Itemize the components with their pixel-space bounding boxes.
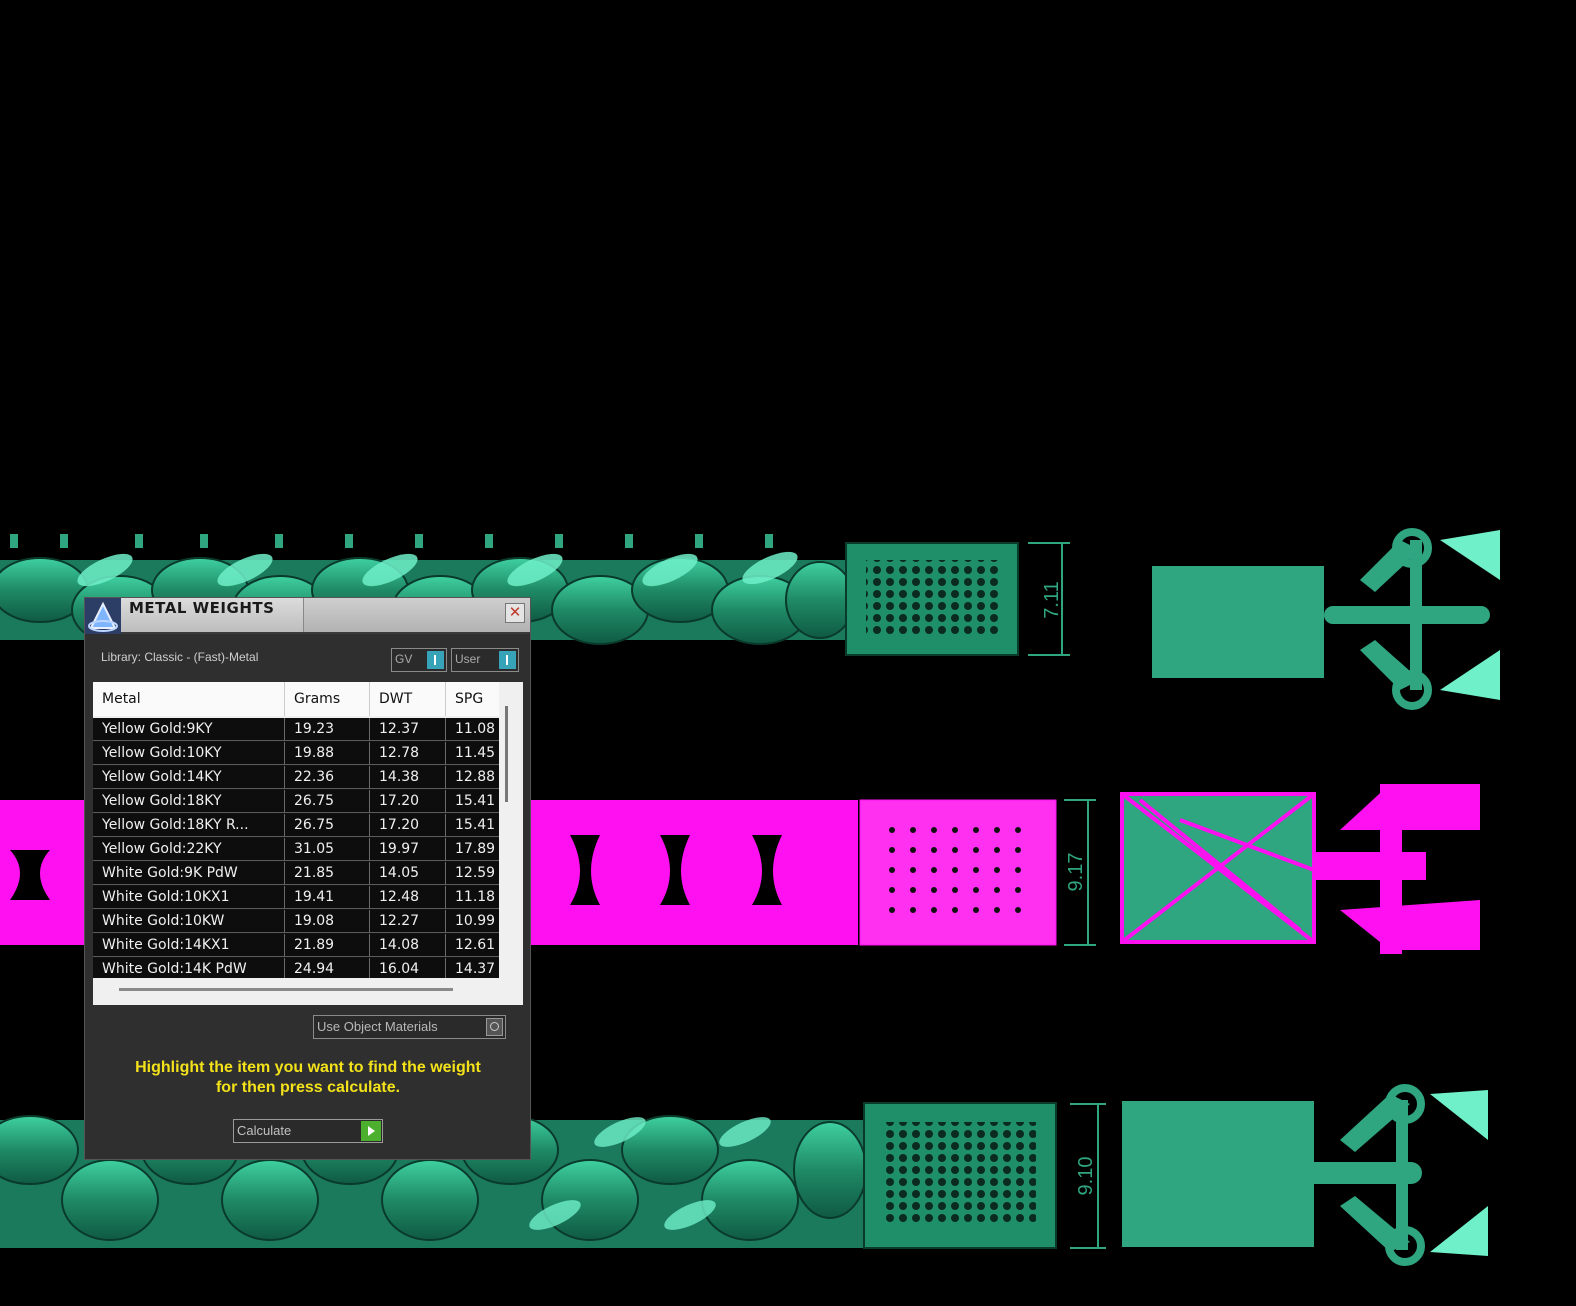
gv-toggle[interactable]: GV — [391, 648, 447, 672]
dimension-label-top: 7.11 — [1041, 581, 1063, 618]
cell-dwt: 14.08 — [370, 934, 446, 957]
cell-metal: Yellow Gold:10KY — [93, 742, 285, 765]
cell-spg: 14.37 — [455, 961, 496, 977]
cell-grams: 26.75 — [285, 790, 370, 813]
use-object-materials-toggle[interactable]: Use Object Materials — [313, 1015, 506, 1039]
toggle-knob-icon — [427, 651, 444, 669]
cell-dwt: 17.20 — [370, 814, 446, 837]
cell-metal: Yellow Gold:18KY R... — [93, 814, 285, 837]
dialog-title: METAL WEIGHTS — [129, 599, 275, 617]
calculate-label: Calculate — [237, 1123, 292, 1138]
dimension-middle — [1064, 799, 1096, 946]
cell-metal: White Gold:10KW — [93, 910, 285, 933]
cell-dwt: 12.48 — [370, 886, 446, 909]
use-object-materials-label: Use Object Materials — [317, 1019, 438, 1034]
column-header-dwt[interactable]: DWT — [370, 682, 446, 716]
cell-grams: 31.05 — [285, 838, 370, 861]
cell-metal: White Gold:14K PdW — [93, 958, 285, 978]
table-header: Metal Grams DWT SPG — [93, 682, 499, 716]
dimension-label-middle: 9.17 — [1065, 853, 1087, 892]
radio-icon — [486, 1018, 503, 1036]
cell-spg: 12.88 — [455, 769, 496, 785]
title-tab: METAL WEIGHTS — [121, 598, 304, 632]
dimension-label-bottom: 9.10 — [1075, 1157, 1097, 1196]
clasp-side-selected[interactable] — [1120, 784, 1480, 954]
instruction-line-1: Highlight the item you want to find the … — [135, 1059, 481, 1076]
horizontal-scrollbar[interactable] — [119, 988, 453, 991]
cell-dwt: 12.27 — [370, 910, 446, 933]
close-icon[interactable]: ✕ — [505, 603, 525, 623]
cell-metal: Yellow Gold:22KY — [93, 838, 285, 861]
cell-grams: 22.36 — [285, 766, 370, 789]
cell-dwt: 14.38 — [370, 766, 446, 789]
dialog-titlebar[interactable]: METAL WEIGHTS ✕ — [85, 598, 530, 634]
titlebar-fill — [304, 598, 530, 632]
instruction-line-2: for then press calculate. — [215, 1079, 401, 1096]
cell-grams: 21.89 — [285, 934, 370, 957]
column-header-spg[interactable]: SPG — [455, 691, 484, 707]
cell-dwt: 12.78 — [370, 742, 446, 765]
cell-grams: 21.85 — [285, 862, 370, 885]
cell-dwt: 17.20 — [370, 790, 446, 813]
cell-spg: 12.61 — [455, 937, 496, 953]
library-label: Library: Classic - (Fast)-Metal — [101, 650, 259, 664]
cell-grams: 19.23 — [285, 718, 370, 741]
clasp-side-bottom[interactable] — [1122, 1084, 1488, 1266]
clasp-box-selected[interactable] — [859, 799, 1057, 946]
dimension-bottom — [1070, 1103, 1106, 1249]
cell-spg: 11.08 — [455, 721, 496, 737]
toggle-knob-icon — [499, 651, 516, 669]
app-logo-icon — [85, 598, 121, 634]
cell-metal: Yellow Gold:14KY — [93, 766, 285, 789]
metal-weights-dialog[interactable]: METAL WEIGHTS ✕ Library: Classic - (Fast… — [84, 597, 531, 1160]
user-toggle[interactable]: User — [451, 648, 519, 672]
clasp-side-top[interactable] — [1152, 528, 1500, 710]
cell-grams: 19.08 — [285, 910, 370, 933]
cell-spg: 15.41 — [455, 793, 496, 809]
cell-spg: 15.41 — [455, 817, 496, 833]
clasp-box-top[interactable] — [845, 542, 1019, 656]
cell-spg: 11.45 — [455, 745, 496, 761]
cell-dwt: 12.37 — [370, 718, 446, 741]
cell-grams: 19.41 — [285, 886, 370, 909]
cell-grams: 24.94 — [285, 958, 370, 978]
instruction-text: Highlight the item you want to find the … — [99, 1058, 517, 1098]
column-header-metal[interactable]: Metal — [93, 682, 285, 716]
cell-spg: 10.99 — [455, 913, 496, 929]
play-arrow-icon — [361, 1121, 381, 1141]
cell-metal: White Gold:10KX1 — [93, 886, 285, 909]
dimension-top — [1028, 542, 1070, 656]
cell-spg: 11.18 — [455, 889, 496, 905]
cell-metal: Yellow Gold:9KY — [93, 718, 285, 741]
cell-metal: Yellow Gold:18KY — [93, 790, 285, 813]
cell-dwt: 16.04 — [370, 958, 446, 978]
calculate-button[interactable]: Calculate — [233, 1119, 383, 1143]
vertical-scrollbar[interactable] — [505, 706, 508, 802]
column-header-grams[interactable]: Grams — [285, 682, 370, 716]
cell-metal: White Gold:9K PdW — [93, 862, 285, 885]
clasp-box-bottom[interactable] — [863, 1102, 1057, 1249]
user-toggle-label: User — [455, 652, 481, 666]
gv-toggle-label: GV — [395, 652, 413, 666]
cell-dwt: 19.97 — [370, 838, 446, 861]
cell-spg: 12.59 — [455, 865, 496, 881]
cell-dwt: 14.05 — [370, 862, 446, 885]
cell-spg: 17.89 — [455, 841, 496, 857]
cell-grams: 26.75 — [285, 814, 370, 837]
cell-grams: 19.88 — [285, 742, 370, 765]
cell-metal: White Gold:14KX1 — [93, 934, 285, 957]
